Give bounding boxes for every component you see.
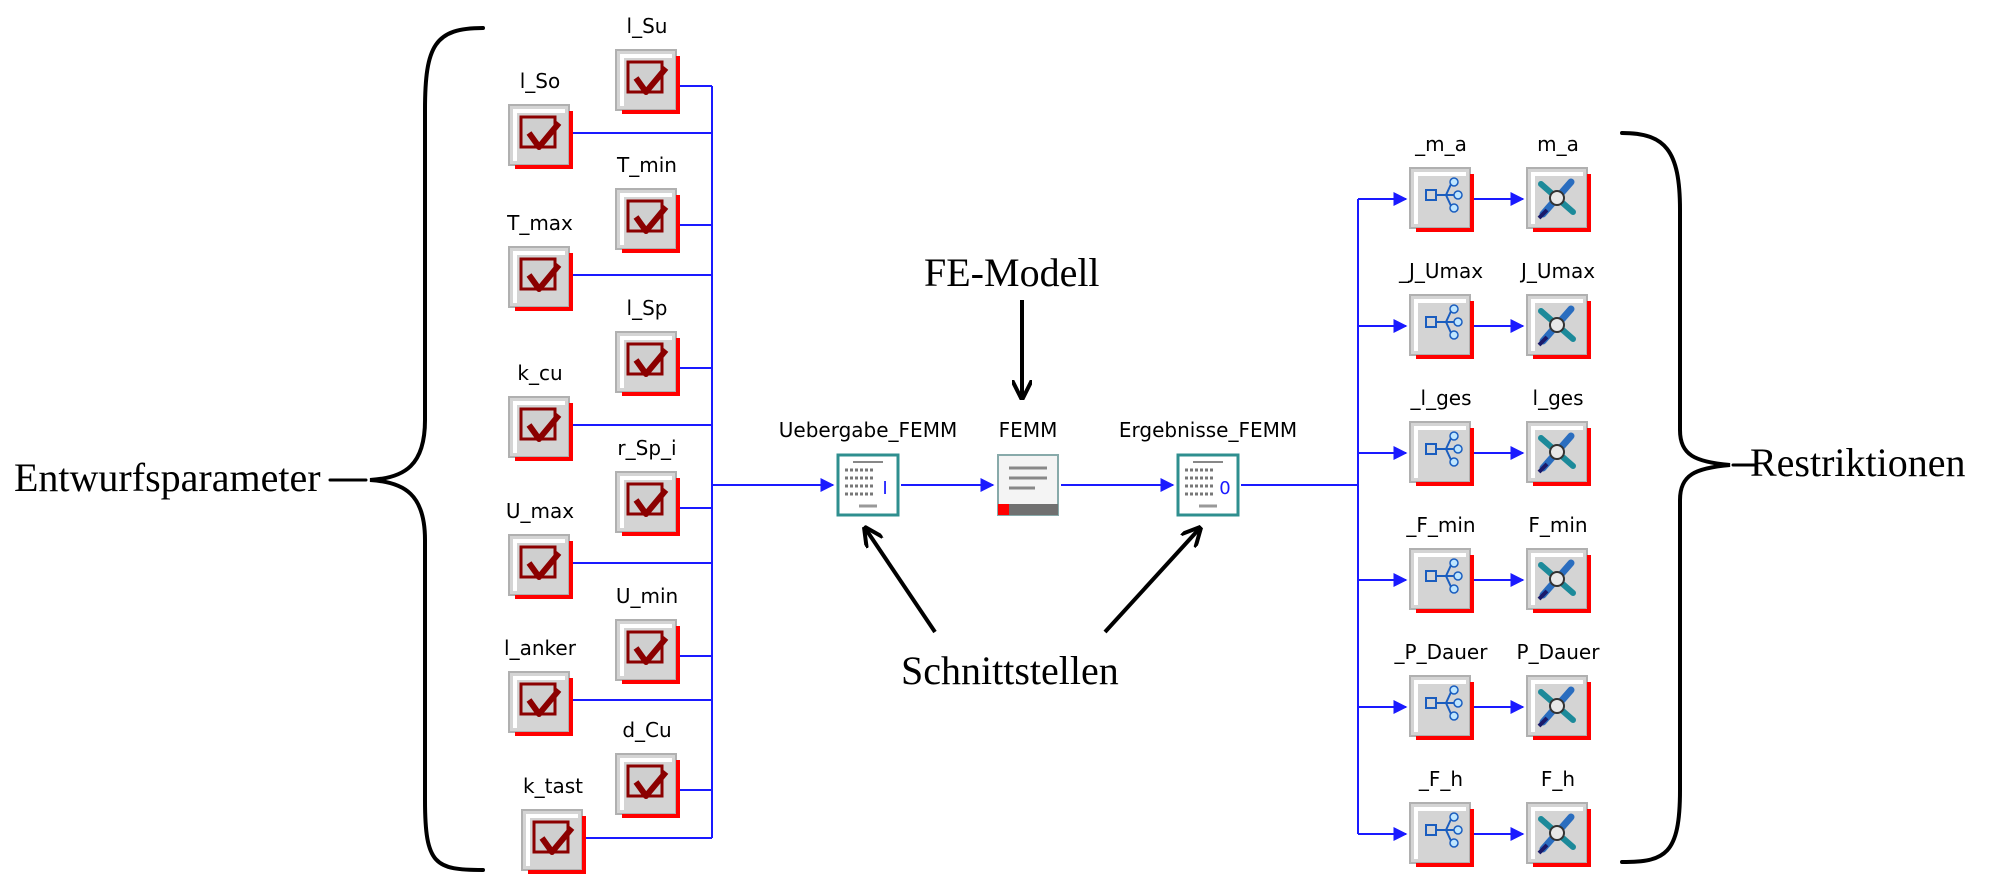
femm-model-node[interactable] [995,452,1061,518]
constraint-node-p-dauer[interactable] [1525,674,1591,740]
splitter-node-m-a-label: _m_a [1415,132,1467,156]
design-variable-node-u-max[interactable] [507,533,573,599]
design-variable-node-r-sp-i-label: r_Sp_i [617,436,677,460]
splitter-node-f-h[interactable] [1408,801,1474,867]
splitter-node-f-min-label: _F_min [1406,513,1476,537]
splitter-node-f-h-label: _F_h [1418,767,1464,791]
splitter-node-p-dauer-label: _P_Dauer [1394,640,1488,664]
splitter-node-j-umax[interactable] [1408,293,1474,359]
input-interface-node-label: Uebergabe_FEMM [778,418,958,442]
input-interface-node[interactable]: I [835,452,901,518]
splitter-node-f-min[interactable] [1408,547,1474,613]
design-variable-node-l-so[interactable] [507,103,573,169]
constraint-node-f-min[interactable] [1525,547,1591,613]
constraint-node-l-ges-label: l_ges [1532,386,1584,410]
entwurfsparameter-label: Entwurfsparameter [14,455,321,500]
constraint-node-j-umax[interactable] [1525,293,1591,359]
constraint-node-f-min-label: F_min [1528,513,1588,537]
design-variable-node-d-cu-label: d_Cu [622,718,672,742]
svg-text:0: 0 [1219,478,1230,499]
design-variable-node-u-min[interactable] [614,618,680,684]
design-variable-node-t-min[interactable] [614,187,680,253]
design-variable-node-l-sp-label: l_Sp [626,296,668,320]
design-variable-node-k-tast-label: k_tast [523,774,583,798]
design-variable-node-u-max-label: U_max [505,499,575,523]
restriktionen-label: Restriktionen [1750,440,1966,485]
right-brace [1620,131,1731,864]
splitter-node-m-a[interactable] [1408,166,1474,232]
constraint-node-f-h[interactable] [1525,801,1591,867]
design-variable-node-l-su-label: l_Su [626,14,668,38]
design-variable-node-t-max[interactable] [507,245,573,311]
constraint-node-f-h-label: F_h [1540,767,1576,791]
design-variable-node-t-max-label: T_max [507,211,573,235]
design-variable-node-d-cu[interactable] [614,752,680,818]
design-variable-node-r-sp-i[interactable] [614,470,680,536]
design-variable-node-l-anker[interactable] [507,670,573,736]
design-variable-node-l-sp[interactable] [614,330,680,396]
splitter-node-p-dauer[interactable] [1408,674,1474,740]
splitter-node-l-ges-label: _l_ges [1410,386,1472,410]
design-variable-node-l-so-label: l_So [519,69,561,93]
design-variable-node-l-su[interactable] [614,48,680,114]
interface-arrow-right [1103,528,1200,634]
design-variable-node-k-cu-label: k_cu [517,361,563,385]
design-variable-node-u-min-label: U_min [615,584,679,608]
output-interface-node[interactable]: 0 [1175,452,1241,518]
splitter-node-l-ges[interactable] [1408,420,1474,486]
design-variable-node-k-tast[interactable] [520,808,586,874]
fe-modell-label: FE-Modell [924,250,1100,295]
constraint-node-p-dauer-label: P_Dauer [1516,640,1600,664]
design-variable-node-k-cu[interactable] [507,395,573,461]
design-variable-node-t-min-label: T_min [617,153,677,177]
femm-model-node-label: FEMM [998,418,1058,442]
output-interface-node-label: Ergebnisse_FEMM [1118,418,1298,442]
schnittstellen-label: Schnittstellen [901,648,1119,693]
left-brace [369,26,485,872]
constraint-node-l-ges[interactable] [1525,420,1591,486]
design-variable-node-l-anker-label: l_anker [504,636,576,660]
constraint-node-m-a-label: m_a [1537,132,1579,156]
interface-arrow-left [865,528,937,634]
constraint-node-m-a[interactable] [1525,166,1591,232]
splitter-node-j-umax-label: _J_Umax [1398,259,1484,283]
constraint-node-j-umax-label: J_Umax [1520,259,1596,283]
svg-text:I: I [882,478,887,499]
